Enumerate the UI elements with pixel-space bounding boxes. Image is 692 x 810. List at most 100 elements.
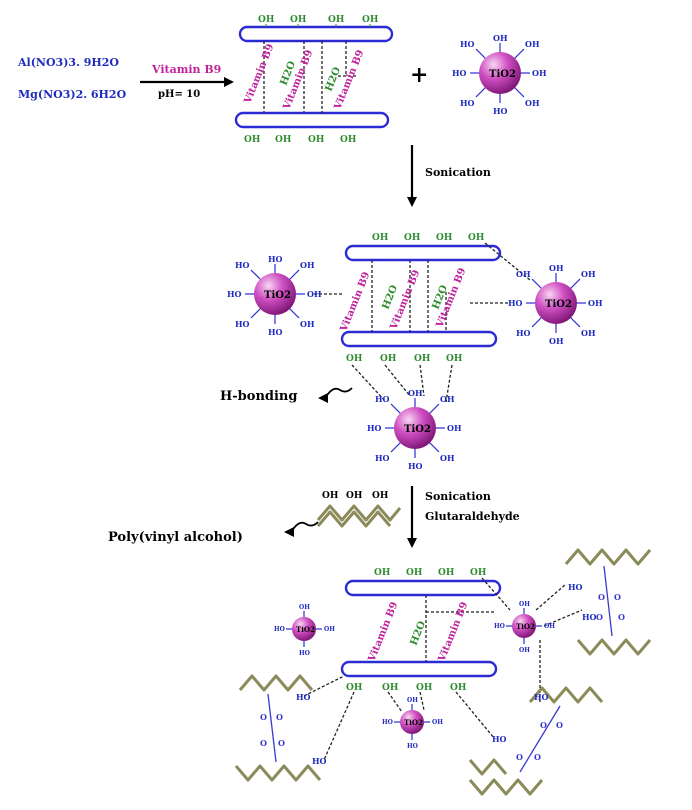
svg-text:Mg(NO3)2. 6H2O: Mg(NO3)2. 6H2O bbox=[18, 88, 127, 101]
svg-text:HO: HO bbox=[460, 39, 475, 49]
svg-text:TiO2: TiO2 bbox=[545, 299, 572, 310]
tio2-sphere-3-bottom: TiO2 OH HO HO OH bbox=[382, 697, 443, 750]
svg-text:HO: HO bbox=[375, 453, 390, 463]
svg-text:TiO2: TiO2 bbox=[264, 290, 291, 301]
svg-text:OH: OH bbox=[549, 336, 564, 346]
vitamin-label: Vitamin B9 bbox=[242, 43, 276, 107]
svg-text:TiO2: TiO2 bbox=[489, 69, 516, 80]
svg-text:O: O bbox=[596, 612, 603, 622]
svg-text:OH: OH bbox=[372, 491, 389, 501]
step1-reagent: Vitamin B9 bbox=[151, 63, 221, 76]
svg-text:O: O bbox=[278, 738, 285, 748]
svg-text:HO: HO bbox=[493, 106, 508, 116]
svg-text:OH: OH bbox=[468, 233, 485, 243]
svg-text:OH: OH bbox=[382, 683, 399, 693]
svg-text:OH: OH bbox=[432, 719, 443, 726]
svg-text:OH: OH bbox=[470, 568, 487, 578]
svg-text:HO: HO bbox=[582, 612, 597, 622]
svg-text:OH: OH bbox=[290, 15, 307, 25]
svg-text:O: O bbox=[516, 752, 523, 762]
svg-text:OH: OH bbox=[414, 354, 431, 364]
svg-text:OH: OH bbox=[544, 623, 555, 630]
pva-arrow bbox=[284, 521, 319, 537]
svg-text:OH: OH bbox=[440, 453, 455, 463]
svg-text:Vitamin B9: Vitamin B9 bbox=[366, 601, 400, 665]
svg-text:OH: OH bbox=[308, 135, 325, 145]
svg-text:OH: OH bbox=[372, 233, 389, 243]
svg-text:OH: OH bbox=[374, 568, 391, 578]
svg-text:HO: HO bbox=[268, 327, 283, 337]
bottom-hydroxyls: OH OH OH OH bbox=[244, 135, 357, 145]
svg-text:HO: HO bbox=[375, 394, 390, 404]
svg-text:HO: HO bbox=[312, 756, 327, 766]
h-bonding-label: H-bonding bbox=[220, 389, 297, 404]
svg-text:OH: OH bbox=[588, 298, 603, 308]
svg-text:HO: HO bbox=[382, 719, 393, 726]
svg-text:Vitamin B9: Vitamin B9 bbox=[338, 271, 372, 335]
svg-text:OH: OH bbox=[275, 135, 292, 145]
svg-text:Vitamin B9: Vitamin B9 bbox=[436, 601, 470, 665]
svg-text:HO: HO bbox=[268, 254, 283, 264]
svg-text:O: O bbox=[276, 712, 283, 722]
svg-text:O: O bbox=[598, 592, 605, 602]
svg-text:HO: HO bbox=[235, 260, 250, 270]
svg-text:OH: OH bbox=[549, 263, 564, 273]
svg-text:HO: HO bbox=[568, 582, 583, 592]
svg-text:O: O bbox=[260, 738, 267, 748]
svg-text:OH: OH bbox=[244, 135, 261, 145]
svg-text:OH: OH bbox=[346, 354, 363, 364]
svg-text:TiO2: TiO2 bbox=[404, 718, 423, 727]
tio2-sphere-2-left: TiO2 HO HO HO OH HO OH HO OH bbox=[227, 254, 322, 337]
svg-text:O: O bbox=[534, 752, 541, 762]
svg-text:OH: OH bbox=[581, 328, 596, 338]
svg-text:HO: HO bbox=[407, 743, 418, 750]
svg-text:OH: OH bbox=[300, 319, 315, 329]
svg-text:OH: OH bbox=[328, 15, 345, 25]
svg-text:HO: HO bbox=[299, 650, 310, 657]
reactant-al-nitrate: Al(NO3)3. 9H2O bbox=[17, 56, 119, 69]
top-hydroxyls: OH OH OH OH bbox=[258, 15, 379, 27]
pva-network-bottom-left: O O O O HO HO bbox=[234, 674, 327, 782]
svg-text:OH: OH bbox=[450, 683, 467, 693]
svg-text:HO: HO bbox=[452, 68, 467, 78]
pva-network-bottom-right: O O O O HO HO bbox=[468, 686, 604, 796]
step1-condition: pH= 10 bbox=[158, 89, 200, 100]
svg-text:HO: HO bbox=[492, 734, 507, 744]
svg-text:OH: OH bbox=[258, 15, 275, 25]
svg-text:O: O bbox=[614, 592, 621, 602]
svg-text:OH: OH bbox=[516, 269, 531, 279]
svg-text:OH: OH bbox=[380, 354, 397, 364]
plus-sign: + bbox=[410, 62, 428, 88]
svg-text:OH: OH bbox=[446, 354, 463, 364]
svg-text:OH: OH bbox=[416, 683, 433, 693]
step3-condition-1: Sonication bbox=[425, 490, 491, 503]
svg-text:HO: HO bbox=[235, 319, 250, 329]
svg-text:OH: OH bbox=[519, 601, 530, 608]
svg-text:HO: HO bbox=[516, 328, 531, 338]
pva-network-top-right: O O O O HO HO bbox=[564, 548, 652, 656]
sphere-spokes bbox=[470, 43, 530, 103]
svg-text:OH: OH bbox=[362, 15, 379, 25]
svg-text:OH: OH bbox=[307, 289, 322, 299]
svg-text:OH: OH bbox=[324, 626, 335, 633]
svg-text:OH: OH bbox=[447, 423, 462, 433]
tio2-sphere-2-bottom: TiO2 OH HO HO OH HO OH HO OH bbox=[367, 388, 462, 471]
svg-text:HO: HO bbox=[296, 692, 311, 702]
svg-text:OH: OH bbox=[438, 568, 455, 578]
svg-text:O: O bbox=[556, 720, 563, 730]
svg-text:HO: HO bbox=[367, 423, 382, 433]
svg-text:OH: OH bbox=[346, 683, 363, 693]
svg-text:OH: OH bbox=[340, 135, 357, 145]
svg-text:OH: OH bbox=[322, 491, 339, 501]
svg-text:OH: OH bbox=[404, 233, 421, 243]
ldh-structure-2: OH OH OH OH OH OH OH OH Vitamin B9 Vitam… bbox=[314, 233, 531, 403]
svg-text:OH: OH bbox=[532, 68, 547, 78]
pva-chain: OH OH OH bbox=[316, 491, 402, 528]
svg-text:HO: HO bbox=[274, 626, 285, 633]
svg-text:O: O bbox=[540, 720, 547, 730]
reactant-mg-nitrate: Mg(NO3)2. 6H2O bbox=[18, 88, 127, 101]
svg-text:OH: OH bbox=[346, 491, 363, 501]
tio2-sphere-2-right: TiO2 OH OH HO OH OH OH HO OH bbox=[508, 263, 603, 346]
svg-text:TiO2: TiO2 bbox=[296, 625, 315, 634]
